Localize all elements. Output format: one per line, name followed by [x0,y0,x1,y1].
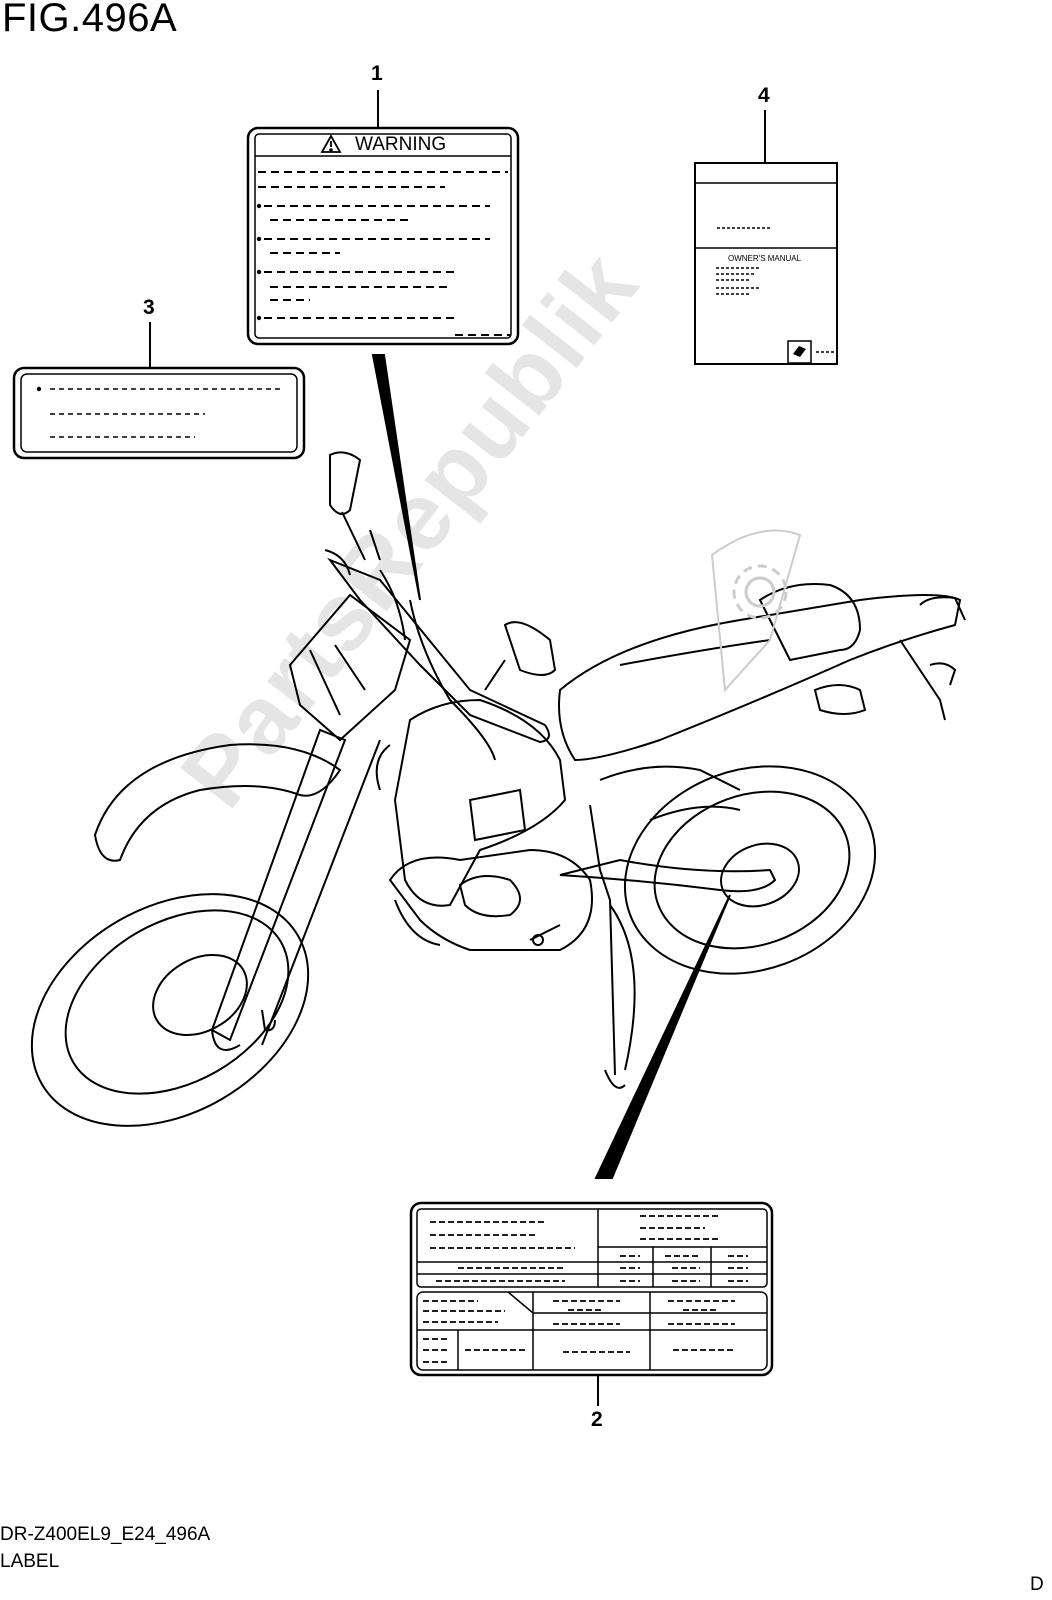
callout-4[interactable]: 4 [758,84,770,107]
leader-lines [149,90,766,1406]
corner-letter: D [1030,1574,1044,1595]
figure-code: DR-Z400EL9_E24_496A [0,1524,211,1545]
warning-label-heading: WARNING [355,134,447,155]
figure-name: LABEL [0,1551,60,1572]
owners-manual-heading: OWNER'S MANUAL [728,254,802,263]
owners-manual-part-4[interactable] [694,162,838,365]
label-part-2[interactable] [409,1201,774,1377]
callout-1[interactable]: 1 [371,62,383,85]
suzuki-logo-icon [793,346,806,357]
motorcycle-illustration [30,451,966,1127]
warning-triangle-icon [320,134,342,153]
callout-3[interactable]: 3 [143,296,155,319]
label-part-3[interactable] [12,366,306,460]
figure-title: FIG.496A [2,0,178,40]
warning-label-part-1[interactable] [246,126,520,346]
gear-icon [710,529,802,693]
callout-2[interactable]: 2 [591,1408,603,1431]
